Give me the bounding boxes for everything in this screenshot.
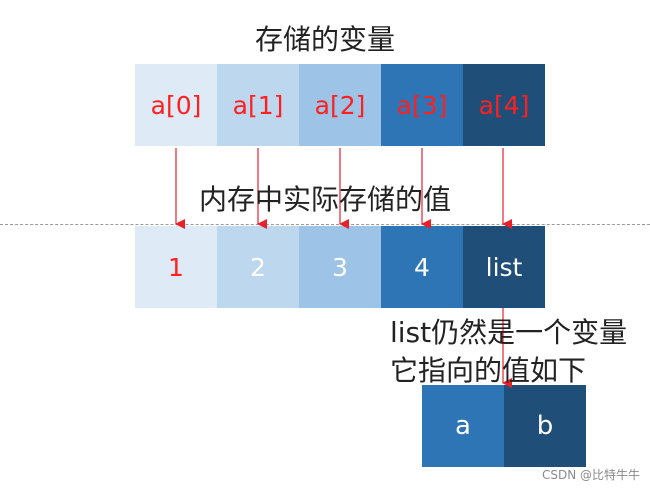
memory-row: 1 2 3 4 list (135, 226, 545, 308)
variable-cell-2: a[2] (299, 64, 381, 146)
variables-title: 存储的变量 (254, 23, 395, 56)
variable-cell-0: a[0] (135, 64, 217, 146)
list-note: list仍然是一个变量 它指向的值如下 (390, 314, 627, 390)
variable-cell-3: a[3] (381, 64, 463, 146)
list-cell-1: b (504, 385, 586, 467)
variable-cell-4: a[4] (463, 64, 545, 146)
memory-cell-3: 4 (381, 226, 463, 308)
memory-cell-4: list (463, 226, 545, 308)
list-note-line-1: list仍然是一个变量 (390, 316, 628, 349)
dashed-divider (0, 224, 650, 225)
variable-cell-1: a[1] (217, 64, 299, 146)
memory-cell-1: 2 (217, 226, 299, 308)
list-cell-0: a (422, 385, 504, 467)
list-note-line-2: 它指向的值如下 (390, 354, 587, 387)
memory-cell-0: 1 (135, 226, 217, 308)
memory-title: 内存中实际存储的值 (198, 183, 451, 216)
watermark: CSDN @比特牛牛 (541, 468, 640, 482)
variables-row: a[0] a[1] a[2] a[3] a[4] (135, 64, 545, 146)
list-values-row: a b (422, 385, 586, 467)
memory-cell-2: 3 (299, 226, 381, 308)
